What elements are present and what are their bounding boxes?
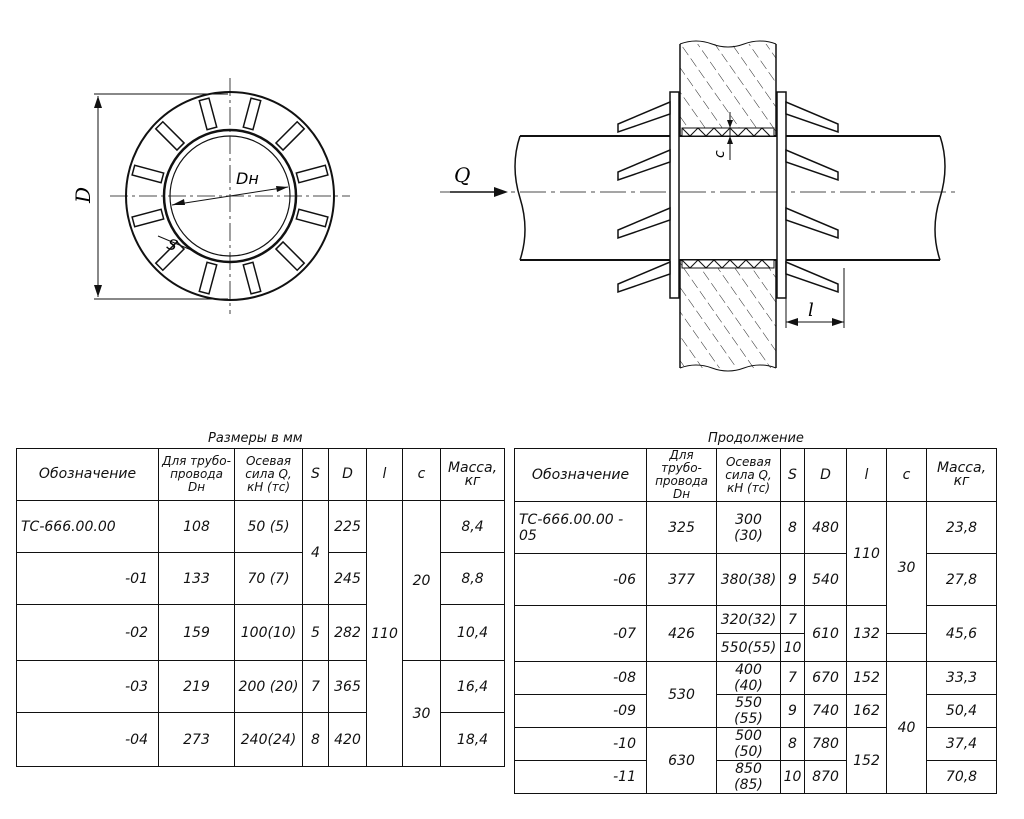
rib-left [617, 260, 671, 294]
dn-dimension-line [171, 186, 289, 206]
table-row: ТС-666.00.00 108 50 (5) 4 225 110 20 8,4 [16, 500, 505, 767]
rib-left [617, 148, 671, 182]
side-ribs [617, 100, 839, 294]
label-l: l [808, 300, 814, 321]
rib [154, 120, 186, 152]
header-c: c [402, 448, 441, 501]
rib [242, 261, 262, 295]
seal-bottom [681, 259, 775, 269]
rib-left [617, 206, 671, 240]
rib-right [785, 260, 839, 294]
rib-right [785, 100, 839, 134]
rib [198, 261, 218, 295]
header-l: l [366, 448, 403, 501]
rib-right [785, 206, 839, 240]
spec-table-left: Обозначение Для трубо-провода Dн Осевая … [16, 448, 505, 767]
header-designation: Обозначение [16, 448, 159, 501]
spec-table-right: Обозначение Для трубо-провода Dн Осевая … [514, 448, 997, 794]
label-D: D [71, 187, 95, 204]
header-designation: Обозначение [514, 448, 647, 502]
header-l: l [846, 448, 887, 502]
table-row: -10 630 500 (50) 8 780 152 37,4 [514, 727, 997, 794]
l-value: 110 [366, 500, 403, 767]
table-row: ТС-666.00.00 - 05 325 300 (30) 8 480 110… [514, 501, 997, 634]
table-row: -03 219 200 (20) 7 365 30 16,4 [16, 660, 505, 767]
plate-left [669, 91, 680, 299]
rib [131, 164, 165, 184]
header-c: c [886, 448, 927, 502]
s-dimension-line [157, 235, 197, 253]
label-Dn: Dн [236, 169, 259, 188]
header-dn: Для трубо-провода Dн [646, 448, 717, 502]
table-row: -02 159 100(10) 5 282 10,4 [16, 604, 505, 661]
rib [198, 97, 218, 131]
rib-left [617, 100, 671, 134]
header-d: D [328, 448, 367, 501]
header-mass: Масса, кг [440, 448, 505, 501]
rib [154, 240, 186, 272]
header-dn: Для трубо-провода Dн [158, 448, 235, 501]
header-mass: Масса, кг [926, 448, 997, 502]
seal-top [681, 127, 775, 137]
rib-right [785, 148, 839, 182]
caption-right: Продолжение [708, 431, 804, 446]
rib [274, 120, 306, 152]
plate-right [776, 91, 787, 299]
table-row: -04 273 240(24) 8 420 18,4 [16, 712, 505, 767]
technical-drawing: D Dн S Q c [71, 40, 960, 372]
rib [242, 97, 262, 131]
header-q: Осевая сила Q, кН (тс) [716, 448, 781, 502]
ribs [131, 97, 329, 295]
rib [274, 240, 306, 272]
header-s: S [780, 448, 805, 502]
rib [295, 164, 329, 184]
header-s: S [302, 448, 329, 501]
table-row: -01 133 70 (7) 245 8,8 [16, 552, 505, 605]
front-view [94, 78, 350, 314]
header-q: Осевая сила Q, кН (тс) [234, 448, 303, 501]
table-row: -09 550 (55) 9 740 162 50,4 [514, 694, 997, 728]
caption-left: Размеры в мм [208, 431, 303, 446]
label-c: c [712, 150, 728, 158]
table-row: -11 850 (85) 10 870 70,8 [514, 760, 997, 794]
table-row: -08 530 400 (40) 7 670 152 40 33,3 [514, 661, 997, 794]
rib [295, 208, 329, 228]
label-Q: Q [454, 163, 470, 187]
section-view [440, 40, 960, 372]
header-d: D [804, 448, 847, 502]
rib [131, 208, 165, 228]
